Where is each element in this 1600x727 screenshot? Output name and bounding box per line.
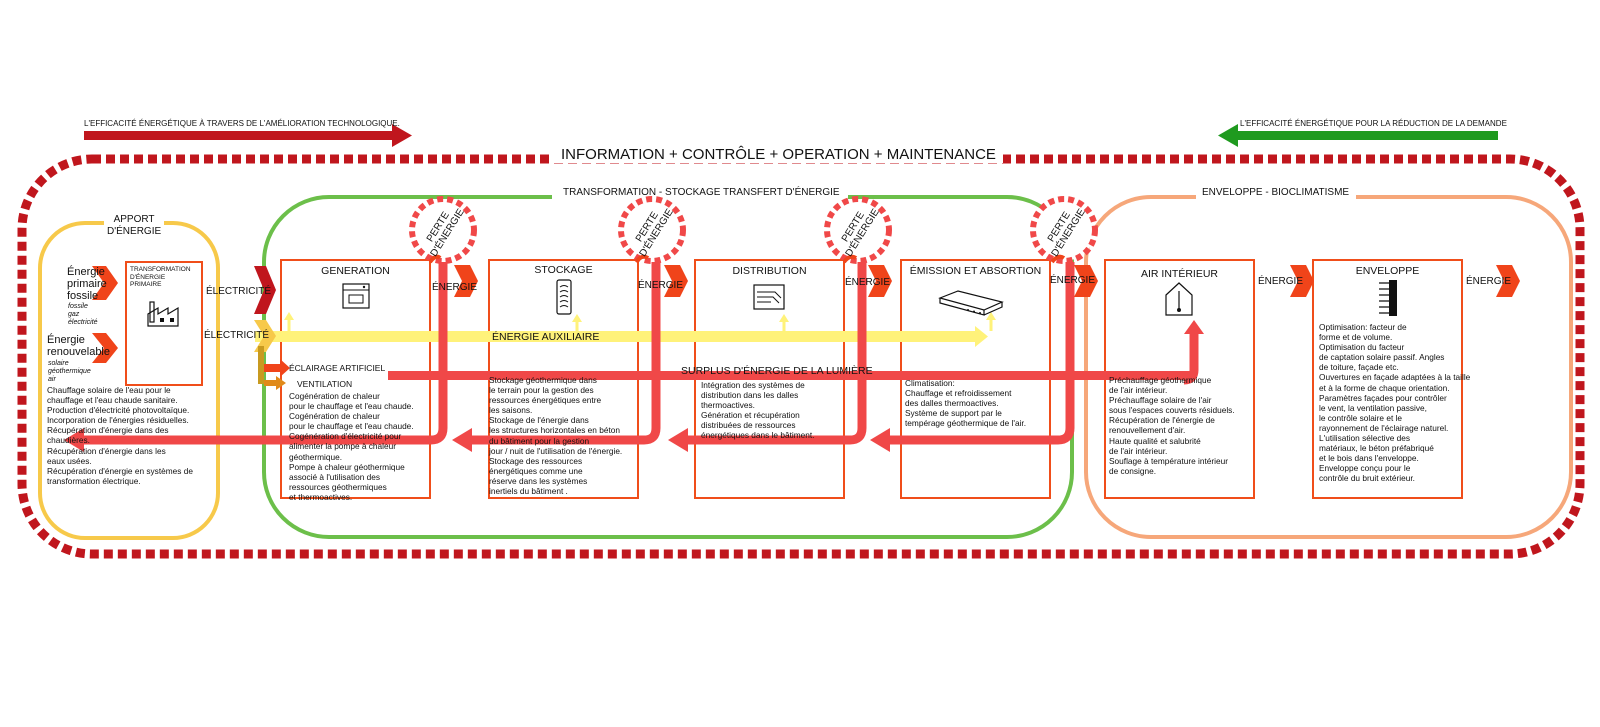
stockage-description: Stockage géothermique dans le terrain po… [489, 375, 623, 497]
energie-fossile-sources: fossile gaz électricité [68, 303, 98, 326]
apport-chevrons [92, 266, 118, 363]
energie-label-4: ÉNERGIE [1050, 275, 1096, 286]
house-thermometer-icon [1165, 282, 1193, 316]
energie-label-1: ÉNERGIE [432, 282, 478, 293]
electricity-chevrons [254, 266, 276, 352]
loss-return-arrowheads [64, 428, 890, 452]
emission-title: ÉMISSION ET ABSORTION [909, 265, 1042, 277]
enveloppe-description: Optimisation: facteur de forme et de vol… [1319, 322, 1471, 484]
enveloppe-title: ENVELOPPE [1355, 265, 1420, 277]
stockage-title: STOCKAGE [534, 264, 593, 276]
distribution-description: Intégration des systèmes de distribution… [701, 380, 815, 441]
energie-label-5: ÉNERGIE [1258, 276, 1304, 287]
ventilation-label: VENTILATION [297, 379, 353, 389]
energie-renouvelable-sources: solaire géothermique air [48, 360, 91, 383]
factory-icon [147, 301, 179, 327]
left-note: L'EFFICACITÉ ÉNERGÉTIQUE À TRAVERS DE L'… [84, 119, 400, 128]
surplus-lumiere-label: SURPLUS D'ÉNERGIE DE LA LUMIÈRE [681, 365, 873, 377]
energie-fossile-label: Énergie primaire fossile [67, 266, 107, 302]
electricite-label-2: ÉLECTRICITÉ [204, 330, 270, 341]
storage-tank-icon [556, 279, 572, 315]
left-note-arrow [84, 124, 412, 147]
energie-label-6: ÉNERGIE [1466, 276, 1512, 287]
facade-wall-icon [1379, 280, 1397, 316]
eclairage-artificiel-label: ÉCLAIRAGE ARTIFICIEL [289, 363, 386, 373]
air-description: Préchauffage géothermique de l'air intér… [1109, 375, 1235, 476]
generation-description: Cogénération de chaleur pour le chauffag… [289, 391, 414, 502]
auxiliary-energy-flow [255, 312, 996, 347]
main-title: INFORMATION + CONTRÔLE + OPERATION + MAI… [554, 146, 1003, 163]
right-note-arrow [1218, 124, 1498, 147]
loss-return-flows [82, 262, 1075, 445]
small-input-arrows [258, 346, 290, 390]
energie-label-2: ÉNERGIE [638, 280, 684, 291]
air-title: AIR INTÉRIEUR [1140, 268, 1218, 280]
distribution-pipes-icon [753, 284, 785, 310]
perte-circles [409, 196, 1098, 264]
perte-connectors [428, 254, 1066, 264]
enveloppe-box [1312, 259, 1463, 499]
transformation-primaire-box [125, 261, 203, 386]
transformation-primaire-label: TRANSFORMATION D'ÉNERGIE PRIMAIRE [130, 266, 191, 288]
apport-description: Chauffage solaire de l'eau pour le chauf… [47, 385, 193, 486]
boiler-icon [342, 283, 370, 309]
energie-label-3: ÉNERGIE [845, 277, 891, 288]
enveloppe-group-title: ENVELOPPE - BIOCLIMATISME [1202, 187, 1350, 198]
generation-title: GENERATION [321, 265, 390, 277]
right-note: L'EFFICACITÉ ÉNERGÉTIQUE POUR LA RÉDUCTI… [1240, 119, 1507, 128]
energie-auxiliaire-label: ÉNERGIE AUXILIAIRE [492, 331, 600, 343]
energy-chevrons [454, 265, 1520, 297]
transformation-group-title: TRANSFORMATION - STOCKAGE TRANSFERT D'ÉN… [563, 187, 840, 198]
electricite-label-1: ÉLECTRICITÉ [206, 286, 272, 297]
energie-renouvelable-label: Énergie renouvelable [47, 334, 110, 358]
thermoactive-slab-icon [938, 290, 1004, 316]
distribution-title: DISTRIBUTION [732, 265, 807, 277]
apport-title: APPORT D'ÉNERGIE [104, 214, 165, 238]
emission-description: Climatisation: Chauffage et refroidissem… [905, 378, 1027, 429]
surplus-light-flow [388, 320, 1204, 385]
